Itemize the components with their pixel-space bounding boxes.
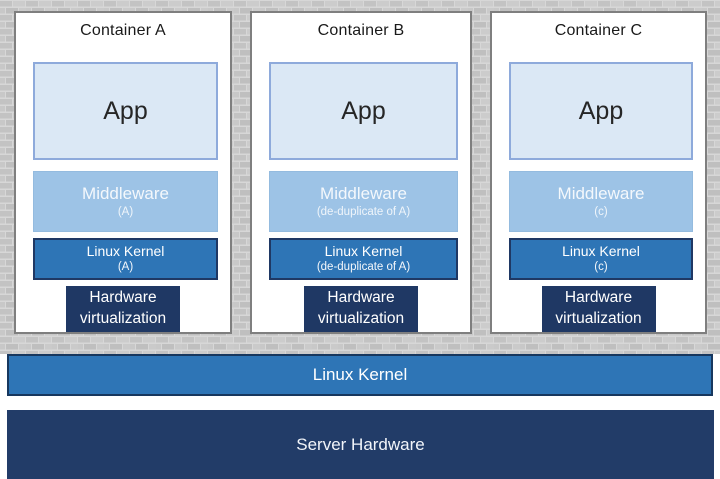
- container-b-hardware-virtualization-box: Hardware virtualization: [304, 286, 418, 332]
- middleware-note: (A): [117, 205, 134, 218]
- kernel-note: (de-duplicate of A): [316, 261, 411, 274]
- kernel-label: Linux Kernel: [86, 242, 165, 259]
- container-a: Container A App Middleware (A) Linux Ker…: [14, 11, 232, 334]
- container-b-kernel-box: Linux Kernel (de-duplicate of A): [269, 238, 458, 280]
- container-b-title: Container B: [317, 22, 405, 39]
- kernel-label: Linux Kernel: [562, 242, 640, 259]
- container-b: Container B App Middleware (de-duplicate…: [250, 11, 472, 334]
- container-c-middleware-box: Middleware (c): [509, 171, 693, 232]
- kernel-note: (A): [117, 261, 134, 274]
- kernel-label: Linux Kernel: [324, 242, 403, 259]
- container-c: Container C App Middleware (c) Linux Ker…: [490, 11, 707, 334]
- container-a-middleware-box: Middleware (A): [33, 171, 218, 232]
- container-a-hardware-virtualization-box: Hardware virtualization: [66, 286, 180, 332]
- middleware-note: (c): [594, 205, 608, 218]
- container-a-app-box: App: [33, 62, 218, 160]
- container-a-kernel-box: Linux Kernel (A): [33, 238, 218, 280]
- middleware-note: (de-duplicate of A): [316, 205, 411, 218]
- container-c-kernel-box: Linux Kernel (c): [509, 238, 693, 280]
- container-a-title: Container A: [80, 22, 166, 39]
- middleware-label: Middleware: [82, 184, 169, 204]
- middleware-label: Middleware: [557, 184, 645, 204]
- container-c-hardware-virtualization-box: Hardware virtualization: [541, 286, 656, 332]
- container-b-middleware-box: Middleware (de-duplicate of A): [269, 171, 458, 232]
- container-c-app-box: App: [509, 62, 693, 160]
- container-c-title: Container C: [554, 22, 643, 39]
- container-b-app-box: App: [269, 62, 458, 160]
- shared-linux-kernel-bar: Linux Kernel: [7, 354, 713, 396]
- kernel-note: (c): [594, 261, 608, 274]
- server-hardware-bar: Server Hardware: [7, 410, 714, 479]
- middleware-label: Middleware: [320, 184, 407, 204]
